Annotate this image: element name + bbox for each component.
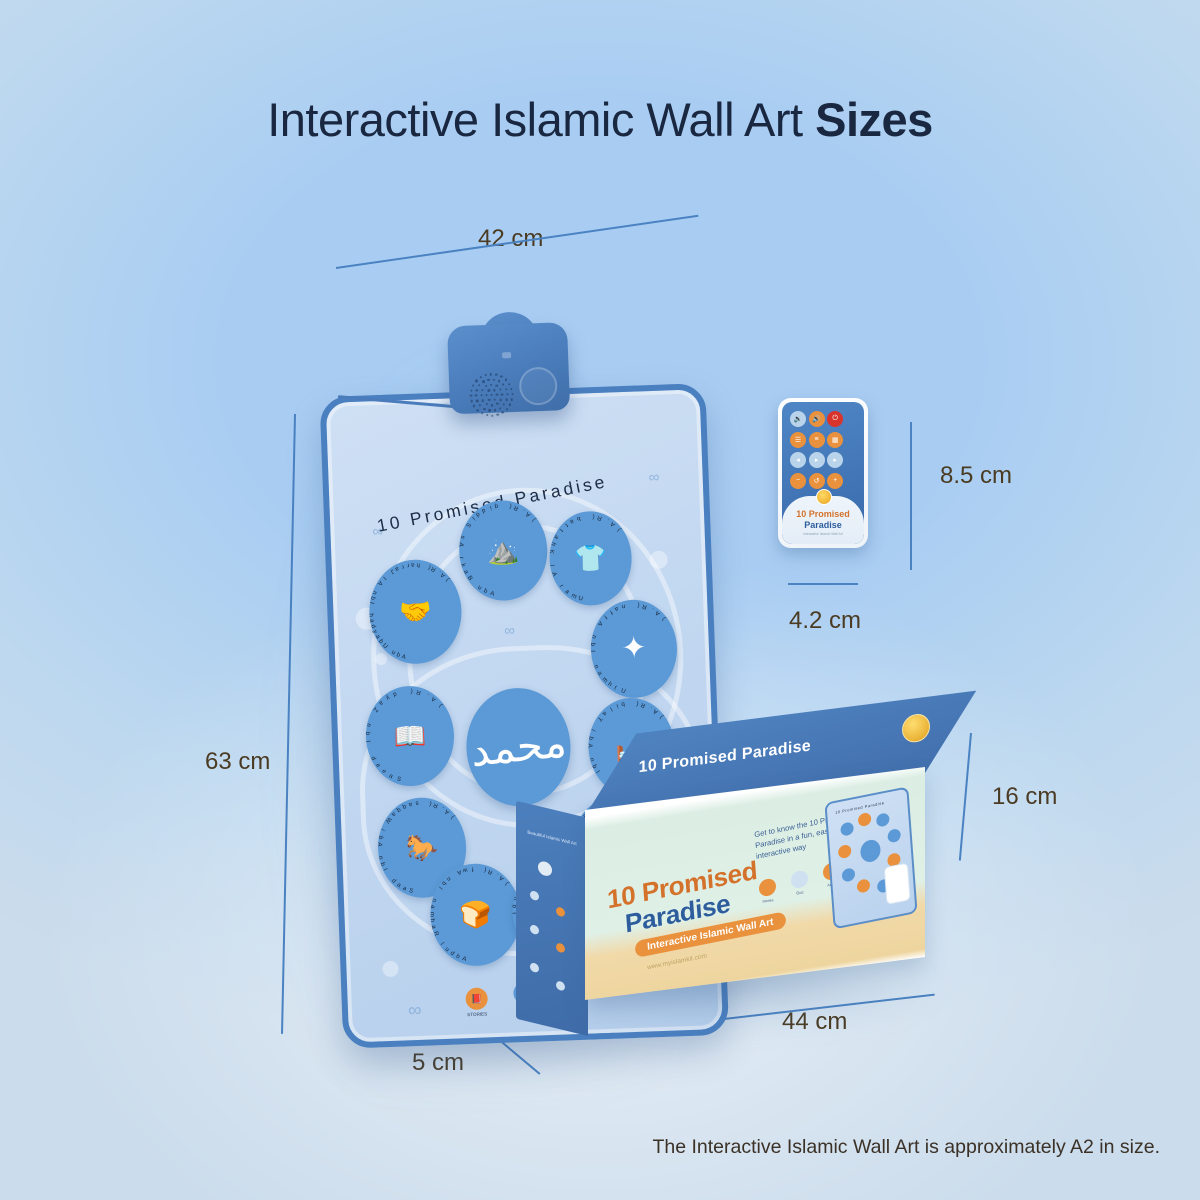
mini-center-badge: [859, 838, 882, 864]
plus-icon[interactable]: +: [827, 472, 844, 489]
box-side-dot: [556, 980, 565, 992]
speaker-body: [446, 322, 571, 418]
box-mini-remote-image: [883, 862, 911, 905]
box-feature-icon-quiz: [791, 869, 808, 889]
speaker-grille-icon: [467, 370, 515, 418]
dimension-line-remote-width: [788, 583, 858, 585]
dimension-line-poster-width: [335, 214, 699, 269]
remote-seal-icon: [816, 489, 832, 505]
dimension-label-poster-height: 63 cm: [205, 748, 271, 775]
cloud-motif-icon: ∞: [503, 622, 516, 640]
dimension-line-remote-height: [910, 422, 912, 570]
speaker-module[interactable]: [337, 308, 571, 420]
box-feature-icon-stories: [759, 877, 776, 898]
page-title-bold: Sizes: [815, 93, 933, 146]
poster-bubble: [649, 550, 669, 570]
remote-brand-line-1: 10 Promised: [796, 509, 850, 519]
box-front-url: www.myislamkit.com: [646, 952, 708, 972]
page-title: Interactive Islamic Wall Art Sizes: [0, 92, 1200, 147]
list-icon[interactable]: ≡: [808, 431, 825, 448]
box-mini-poster-image: 10 Promised Paradise: [824, 786, 918, 930]
box-feature-label-stories: Stories: [762, 898, 774, 904]
grid-icon[interactable]: ▦: [827, 431, 844, 448]
mini-badge: [887, 827, 902, 844]
remote-control[interactable]: 🔉🔊⏻☰≡▦◂▸▸−↺+ 10 Promised Paradise Intera…: [778, 398, 868, 548]
page-title-regular: Interactive Islamic Wall Art: [267, 93, 816, 146]
speaker-indicator-icon: [501, 352, 512, 359]
dimension-label-remote-height: 8.5 cm: [940, 462, 1013, 489]
box-side-logo-icon: [538, 859, 552, 878]
box-side-dot: [530, 924, 539, 936]
speaker-logo-icon: [518, 366, 558, 406]
dimension-line-box-height: [958, 732, 972, 861]
box-mini-poster-title: 10 Promised Paradise: [835, 801, 885, 815]
minus-icon[interactable]: −: [790, 472, 806, 489]
mini-badge: [856, 878, 871, 894]
mini-badge: [840, 821, 855, 837]
mini-badge: [837, 843, 852, 860]
box-side-dot: [556, 942, 565, 954]
box-side-text: Beautiful Islamic Wall Art: [527, 829, 577, 847]
box-side-dot: [530, 890, 539, 902]
volume-up-icon[interactable]: 🔊: [808, 411, 825, 427]
dimension-label-box-width: 44 cm: [782, 1008, 847, 1036]
prev-icon[interactable]: ◂: [790, 452, 806, 469]
power-icon[interactable]: ⏻: [827, 411, 844, 427]
dimension-label-remote-width: 4.2 cm: [789, 607, 862, 634]
mini-badge: [875, 812, 890, 828]
box-side-panel: Beautiful Islamic Wall Art: [516, 800, 588, 1036]
mini-badge: [841, 867, 856, 883]
remote-brand-line-2: Paradise: [804, 520, 842, 530]
box-side-dot: [556, 906, 565, 918]
stories-feature-label: STORIES: [467, 1011, 488, 1018]
remote-face: 🔉🔊⏻☰≡▦◂▸▸−↺+ 10 Promised Paradise Intera…: [782, 402, 864, 544]
mini-badge: [857, 811, 872, 828]
repeat-icon[interactable]: ↺: [808, 472, 825, 489]
cloud-motif-icon: ∞: [407, 999, 422, 1022]
next-icon[interactable]: ▸: [827, 452, 844, 469]
remote-control-product[interactable]: 🔉🔊⏻☰≡▦◂▸▸−↺+ 10 Promised Paradise Intera…: [778, 398, 874, 552]
remote-brand-line-3: Interactive Islamic Wall Art: [803, 532, 843, 536]
stories-feature-icon[interactable]: 📕: [465, 987, 489, 1011]
dimension-label-box-depth: 5 cm: [412, 1049, 464, 1077]
remote-branding-panel: 10 Promised Paradise Interactive Islamic…: [782, 489, 864, 544]
volume-down-icon[interactable]: 🔉: [790, 411, 806, 427]
play-pause-icon[interactable]: ▸: [808, 452, 825, 469]
remote-button-grid[interactable]: 🔉🔊⏻☰≡▦◂▸▸−↺+: [790, 411, 856, 493]
box-feature-label-quiz: Quiz: [796, 890, 804, 896]
menu-icon[interactable]: ☰: [790, 431, 806, 448]
poster-bubble: [382, 960, 399, 978]
box-top-title: 10 Promised Paradise: [638, 737, 811, 777]
box-side-dot: [530, 962, 539, 974]
dimension-label-box-height: 16 cm: [992, 783, 1058, 810]
product-box[interactable]: Beautiful Islamic Wall Art 10 Promised P…: [500, 690, 977, 1060]
box-seal-icon: [902, 712, 931, 744]
size-footnote: The Interactive Islamic Wall Art is appr…: [652, 1136, 1160, 1158]
